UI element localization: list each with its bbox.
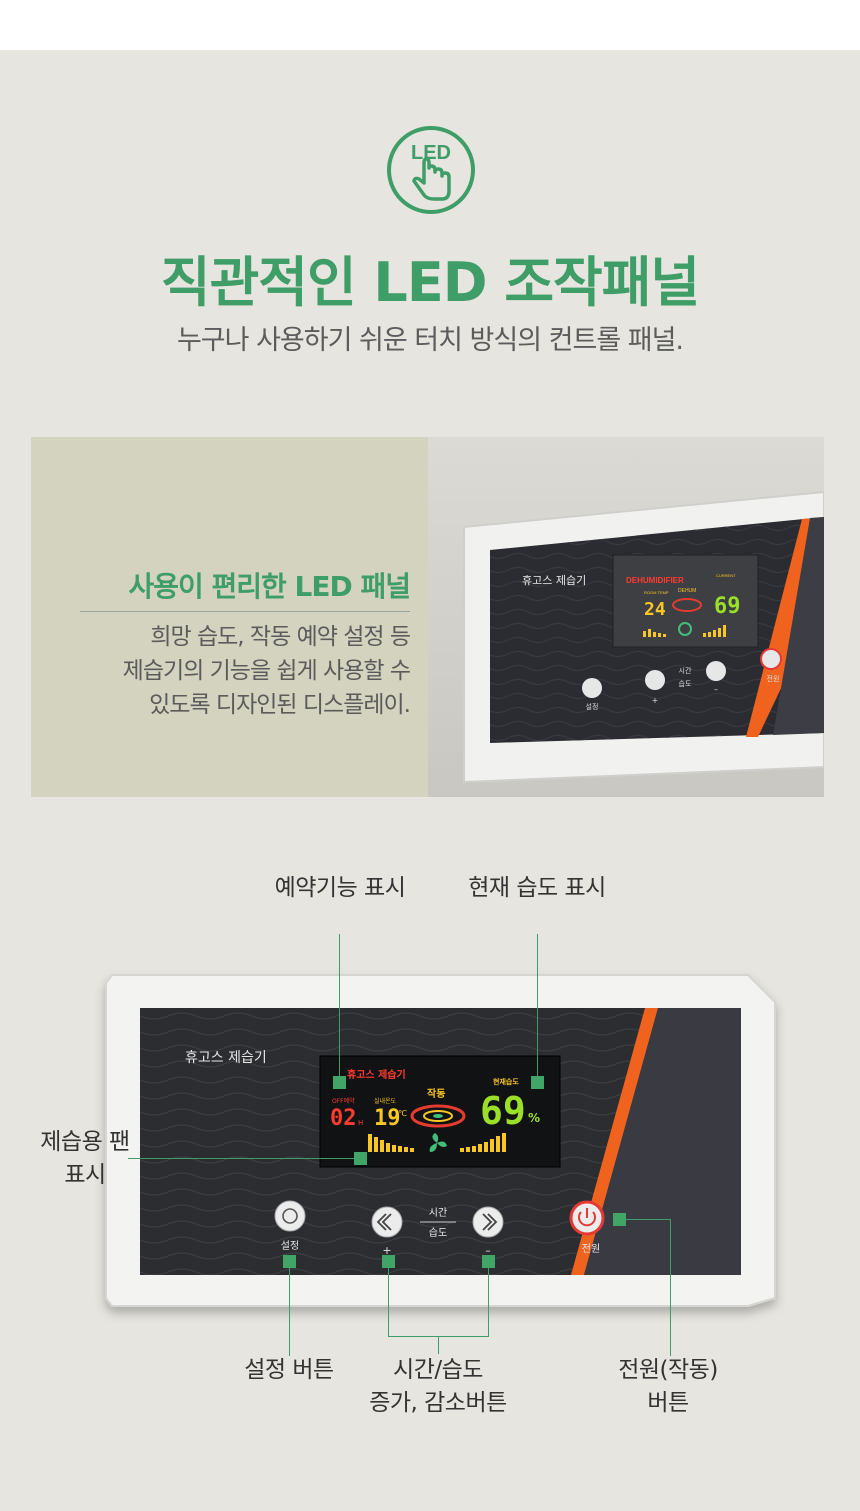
lcd-room-temp-label: 실내온도 <box>374 1097 397 1105</box>
rewind-icon <box>376 1213 392 1231</box>
plus-label: + <box>382 1244 391 1257</box>
fan-callout-line <box>128 1158 361 1159</box>
led-touch-icon: LED <box>387 126 475 214</box>
power-callout-dot <box>613 1213 626 1226</box>
feature-text-block: 사용이 편리한 LED 패널 희망 습도, 작동 예약 설정 등 제습기의 기능… <box>80 565 411 722</box>
photo-minus-label: – <box>714 685 718 694</box>
lcd-fan-level-right <box>460 1133 506 1152</box>
minus-callout-line <box>488 1268 489 1336</box>
feature-description: 희망 습도, 작동 예약 설정 등 제습기의 기능을 쉽게 사용할 수 있도록 … <box>80 620 411 722</box>
power-callout-vline <box>670 1219 671 1356</box>
fan-callout-dot <box>354 1152 367 1165</box>
page-title: 직관적인 LED 조작패널 <box>160 251 700 314</box>
feature-section: 사용이 편리한 LED 패널 희망 습도, 작동 예약 설정 등 제습기의 기능… <box>31 437 824 797</box>
setting-callout-line <box>289 1268 290 1356</box>
photo-lcd-humidity: 69 <box>714 594 741 619</box>
timer-callout-dot <box>333 1076 346 1089</box>
timehumid-callout-line1: 시간/습도 <box>393 1357 483 1383</box>
lcd-off-timer-label: OFF예약 <box>332 1097 355 1105</box>
product-photo: DEHUMIDIFIER ROOM TEMP CURRENT 24 DEHUM … <box>428 437 824 797</box>
humidity-callout-line <box>537 934 538 1082</box>
power-callout-hline <box>626 1219 671 1220</box>
setting-label: 설정 <box>281 1240 299 1252</box>
fan-callout-line1: 제습용 팬 <box>40 1129 130 1155</box>
photo-lcd-mode: DEHUM <box>678 588 696 594</box>
photo-plus-label: + <box>652 696 659 705</box>
led-badge-text: LED <box>411 142 451 164</box>
decrease-button <box>371 1206 403 1238</box>
photo-lcd-room-label: ROOM TEMP <box>644 590 669 595</box>
photo-next-button <box>706 661 726 681</box>
timer-callout-label: 예약기능 표시 <box>274 875 406 901</box>
timehumid-callout-line2: 증가, 감소버튼 <box>369 1390 507 1416</box>
lcd-room-temp: 19 <box>374 1106 401 1131</box>
photo-setting-button <box>582 678 602 698</box>
plus-callout-dot <box>382 1255 395 1268</box>
photo-power-label: 전원 <box>767 674 780 683</box>
lcd-timer-value: 02 <box>330 1106 357 1131</box>
lcd-percent: % <box>528 1111 540 1125</box>
lcd-humidity: 69 <box>480 1089 526 1133</box>
feature-title: 사용이 편리한 LED 패널 <box>80 565 411 612</box>
setting-button <box>274 1200 306 1232</box>
lcd-timer-unit: H <box>358 1119 363 1127</box>
photo-humid-label: 습도 <box>679 679 692 688</box>
humidity-callout-dot <box>531 1076 544 1089</box>
lcd-fan-icon <box>429 1133 447 1152</box>
timehumid-callout-stem <box>438 1336 439 1354</box>
lcd-fan-level-left <box>368 1134 414 1152</box>
photo-power-button <box>760 648 782 670</box>
photo-prev-button <box>645 670 665 690</box>
fan-callout-line2: 표시 <box>64 1162 106 1188</box>
page-subtitle: 누구나 사용하기 쉬운 터치 방식의 컨트롤 패널. <box>176 325 684 356</box>
humidity-callout-label: 현재 습도 표시 <box>468 875 606 901</box>
plus-callout-line <box>388 1268 389 1336</box>
diagram-brand-label: 휴고스 제습기 <box>185 1050 267 1066</box>
feature-desc-line: 희망 습도, 작동 예약 설정 등 <box>150 624 411 650</box>
minus-label: – <box>485 1244 491 1257</box>
lcd-title: 휴고스 제습기 <box>347 1068 406 1081</box>
photo-panel-illustration: DEHUMIDIFIER ROOM TEMP CURRENT 24 DEHUM … <box>428 437 824 797</box>
minus-callout-dot <box>482 1255 495 1268</box>
feature-desc-line: 있도록 디자인된 디스플레이. <box>149 692 411 718</box>
lcd-temp-unit: ℃ <box>398 1109 407 1118</box>
power-icon <box>578 1211 596 1227</box>
setting-callout-dot <box>283 1255 296 1268</box>
humid-label: 습도 <box>429 1227 447 1239</box>
photo-setting-label: 설정 <box>586 702 599 711</box>
photo-lcd-current-label: CURRENT <box>716 573 736 578</box>
photo-brand-label: 휴고스 제습기 <box>522 574 586 587</box>
timehumid-callout-label: 시간/습도 증가, 감소버튼 <box>348 1354 528 1420</box>
photo-lcd-title: DEHUMIDIFIER <box>626 576 684 585</box>
setting-callout-label: 설정 버튼 <box>244 1357 334 1383</box>
power-label: 전원 <box>582 1243 600 1255</box>
gear-icon <box>282 1208 298 1224</box>
photo-lcd-temp: 24 <box>644 599 666 620</box>
forward-icon <box>482 1213 498 1231</box>
power-callout-line2: 버튼 <box>647 1390 689 1416</box>
fan-callout-label: 제습용 팬 표시 <box>22 1126 148 1192</box>
time-label: 시간 <box>429 1207 447 1219</box>
timer-callout-line <box>339 934 340 1082</box>
feature-desc-line: 제습기의 기능을 쉽게 사용할 수 <box>122 658 411 684</box>
lcd-current-humid-label: 현재습도 <box>493 1077 519 1086</box>
power-callout-label: 전원(작동) 버튼 <box>598 1354 738 1420</box>
lcd-operation-icon <box>410 1104 466 1128</box>
increase-button <box>472 1206 504 1238</box>
lcd-operation-label: 작동 <box>427 1087 445 1100</box>
photo-time-label: 시간 <box>679 666 692 675</box>
power-callout-line1: 전원(작동) <box>618 1357 718 1383</box>
